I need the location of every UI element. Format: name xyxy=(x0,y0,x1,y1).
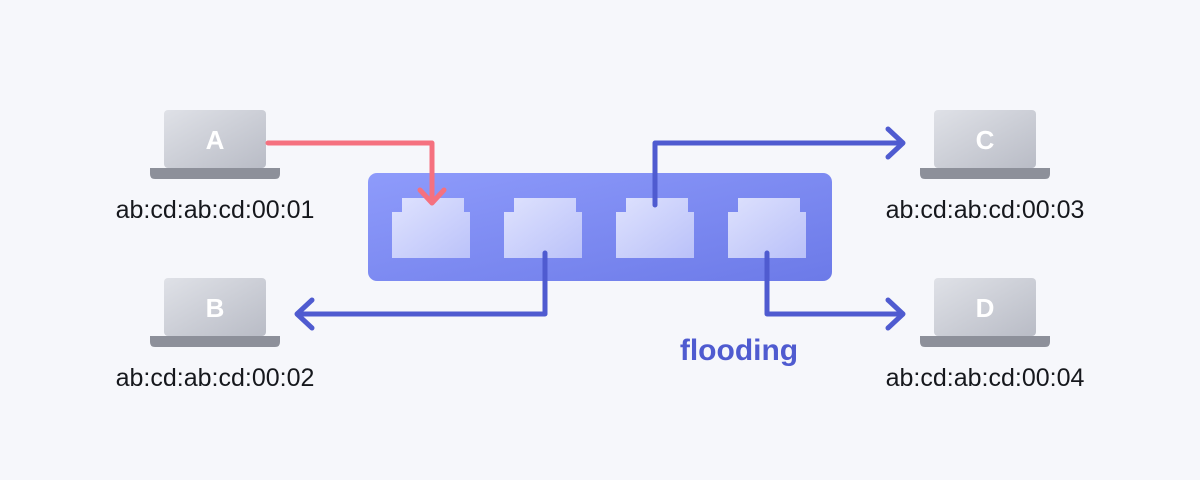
laptop-a: A xyxy=(150,110,280,179)
switch-port-2 xyxy=(504,198,582,258)
flood-arrow-b xyxy=(294,250,548,331)
flood-arrow-c xyxy=(652,126,906,208)
mac-address-b: ab:cd:ab:cd:00:02 xyxy=(116,364,315,392)
mac-address-a: ab:cd:ab:cd:00:01 xyxy=(116,196,315,224)
laptop-c-letter: C xyxy=(976,125,995,155)
flood-arrow-d xyxy=(764,250,906,331)
laptop-d-letter: D xyxy=(976,293,995,323)
laptop-b-letter: B xyxy=(206,293,225,323)
switch-port-1 xyxy=(392,198,470,258)
mac-address-c: ab:cd:ab:cd:00:03 xyxy=(886,196,1085,224)
network-switch xyxy=(368,173,832,281)
switch-port-3 xyxy=(616,198,694,258)
incoming-arrow-a xyxy=(265,140,447,206)
switch-port-4 xyxy=(728,198,806,258)
mac-address-d: ab:cd:ab:cd:00:04 xyxy=(886,364,1085,392)
laptop-b: B xyxy=(150,278,280,347)
laptop-d: D xyxy=(920,278,1050,347)
laptop-c: C xyxy=(920,110,1050,179)
laptop-a-letter: A xyxy=(206,125,225,155)
flooding-label: flooding xyxy=(680,334,798,367)
